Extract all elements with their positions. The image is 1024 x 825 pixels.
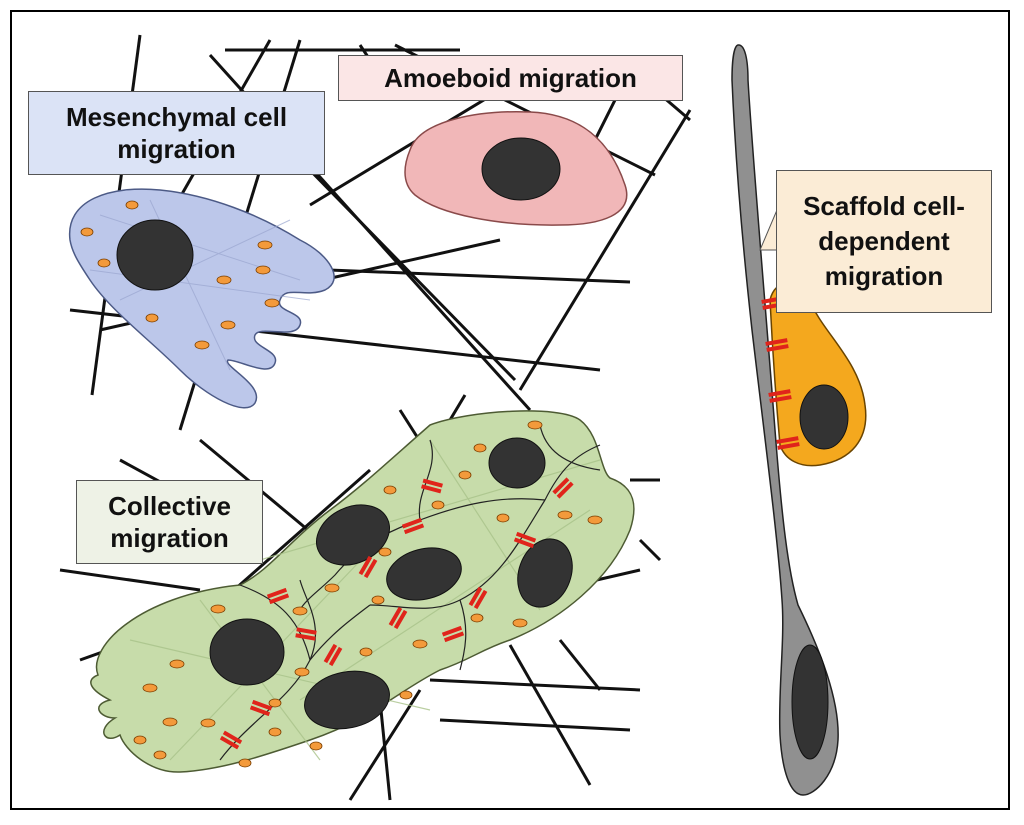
mesenchymal-migration-label: Mesenchymal cell migration <box>28 91 325 175</box>
collective-migration-label: Collective migration <box>76 480 263 564</box>
scaffold-fiber-cell <box>731 44 839 796</box>
collective-sheet-body <box>90 410 635 773</box>
scaffold-dependent-nucleus <box>799 384 849 450</box>
scaffold-dependent-cell <box>761 281 867 467</box>
collective-cell-sheet <box>90 410 635 773</box>
mesenchymal-focal-adhesions <box>80 200 280 350</box>
scaffold-migration-label: Scaffold cell- dependent migration <box>776 170 992 313</box>
collective-focal-adhesions <box>133 420 603 768</box>
scaffold-fiber-nucleus <box>791 644 829 760</box>
collective-nuclei <box>209 437 573 730</box>
cell-cell-junctions <box>219 477 574 750</box>
mesenchymal-cell-body <box>69 188 335 409</box>
amoeboid-nucleus <box>481 137 561 201</box>
amoeboid-migration-label: Amoeboid migration <box>338 55 683 101</box>
mesenchymal-cell <box>69 188 335 409</box>
mesenchymal-nucleus <box>116 219 194 291</box>
scaffold-label-pointer <box>759 209 778 251</box>
scaffold-fiber-cell-body <box>731 44 839 796</box>
amoeboid-cell <box>404 111 628 226</box>
